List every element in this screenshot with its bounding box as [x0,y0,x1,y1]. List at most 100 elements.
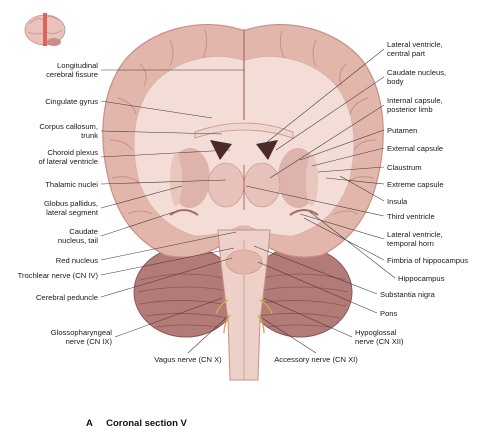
label-line: Cerebral peduncle [35,293,98,302]
label-line: Claustrum [387,163,422,172]
leader-internal-capsule [269,104,385,179]
label-lv-central-part: Lateral ventricle,central part [387,40,443,58]
label-hippocampus: Hippocampus [398,274,444,283]
label-caudate-body: Caudate nucleus,body [387,68,446,86]
label-internal-capsule: Internal capsule,posterior limb [387,96,443,114]
label-line: Internal capsule, [387,96,443,105]
label-pons: Pons [380,309,397,318]
label-cingulate-gyrus: Cingulate gyrus [45,97,98,106]
caption-title: Coronal section V [106,418,187,429]
leader-accessory-nerve [261,317,317,354]
leader-lv-central-part [261,48,385,147]
label-line: nerve (CN XII) [355,337,404,346]
brainstem [215,229,273,381]
label-line: Choroid plexus [47,148,98,157]
label-line: temporal horn [387,239,434,248]
leader-putamen [299,129,385,161]
label-line: Third ventricle [387,212,435,221]
leader-trochlear-nerve [100,247,235,276]
label-line: Thalamic nuclei [45,180,98,189]
leader-extreme-capsule [325,177,385,185]
leader-external-capsule [311,147,385,167]
label-line: Fimbria of hippocampus [387,256,469,265]
label-line: Insula [387,197,408,206]
label-cerebral-peduncle: Cerebral peduncle [36,293,98,302]
label-line: Red nucleus [55,256,98,265]
leader-pons [257,261,378,314]
label-thalamic-nuclei: Thalamic nuclei [45,180,98,189]
label-line: lateral segment [46,208,98,217]
label-line: Lateral ventricle, [387,230,443,239]
label-line: Caudate [69,227,98,236]
leader-caudate-body [275,76,385,151]
label-line: Cingulate gyrus [45,97,98,106]
leader-cerebral-peduncle [100,257,233,298]
label-line: Pons [380,309,398,318]
label-accessory-nerve: Accessory nerve (CN XI) [271,355,361,364]
leader-lines [100,48,396,354]
leader-vagus-nerve [187,317,227,354]
label-fimbria: Fimbria of hippocampus [387,256,468,265]
label-lv-temporal-horn: Lateral ventricle,temporal horn [387,230,443,248]
label-line: Putamen [387,126,418,135]
label-line: posterior limb [387,105,433,114]
label-line: Vagus nerve (CN X) [154,355,222,364]
leader-fimbria [303,217,385,261]
cerebrum [102,23,384,258]
label-substantia-nigra: Substantia nigra [380,290,435,299]
label-line: central part [387,49,425,58]
label-line: Trochlear nerve (CN IV) [17,271,98,280]
label-extreme-capsule: Extreme capsule [387,180,444,189]
label-trochlear-nerve: Trochlear nerve (CN IV) [18,271,98,280]
leader-caudate-tail [100,211,175,237]
label-globus-pallidus: Globus pallidus,lateral segment [44,199,98,217]
label-line: cerebral fissure [46,70,98,79]
label-line: Substantia nigra [380,290,435,299]
label-third-ventricle: Third ventricle [387,212,435,221]
leader-thalamic-nuclei [100,179,227,185]
caption-letter: A [86,418,93,429]
orientation-thumbnail [24,13,66,46]
label-insula: Insula [387,197,407,206]
label-vagus-nerve: Vagus nerve (CN X) [143,355,233,364]
label-line: Corpus callosum, [39,122,98,131]
label-putamen: Putamen [387,126,417,135]
leader-cingulate-gyrus [100,100,213,119]
leader-choroid-plexus [100,149,231,158]
leader-red-nucleus [100,231,237,261]
label-line: External capsule [387,144,444,153]
label-line: body [387,77,404,86]
label-line: Hippocampus [398,274,445,283]
label-line: of lateral ventricle [38,157,98,166]
leader-substantia-nigra [253,245,378,295]
label-line: Caudate nucleus, [387,68,447,77]
label-line: Extreme capsule [387,180,444,189]
leader-third-ventricle [245,185,385,217]
leader-lv-temporal-horn [299,213,385,240]
label-line: Longitudinal [57,61,98,70]
leader-hippocampus [309,211,396,279]
leader-globus-pallidus [100,185,183,209]
label-line: Lateral ventricle, [387,40,443,49]
label-line: trunk [81,131,98,140]
leader-hypoglossal-nerve [263,297,353,338]
label-line: nucleus, tail [57,236,98,245]
figure-caption: A Coronal section V [86,418,187,429]
label-line: Glossopharyngeal [50,328,112,337]
leader-claustrum [317,166,385,173]
label-claustrum: Claustrum [387,163,422,172]
label-corpus-callosum: Corpus callosum,trunk [39,122,98,140]
label-external-capsule: External capsule [387,144,443,153]
label-line: Accessory nerve (CN XI) [274,355,358,364]
label-line: Globus pallidus, [43,199,98,208]
label-line: nerve (CN IX) [65,337,112,346]
label-line: Hypoglossal [355,328,397,337]
label-red-nucleus: Red nucleus [56,256,98,265]
